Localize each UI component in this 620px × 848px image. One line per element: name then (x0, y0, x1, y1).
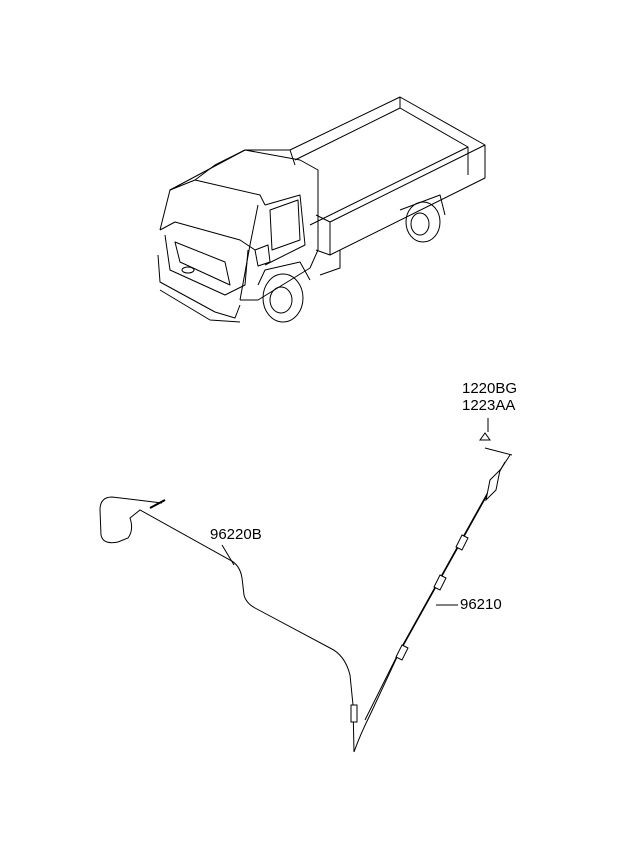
truck-illustration (157, 96, 486, 323)
part-label-1223aa: 1223AA (462, 397, 516, 414)
part-label-1220bg: 1220BG (462, 380, 518, 397)
leader-lines (221, 418, 489, 606)
cable-96220b (99, 496, 358, 753)
part-label-96220b: 96220B (210, 526, 262, 543)
antenna-96210 (353, 432, 513, 753)
part-label-96210: 96210 (460, 596, 502, 613)
